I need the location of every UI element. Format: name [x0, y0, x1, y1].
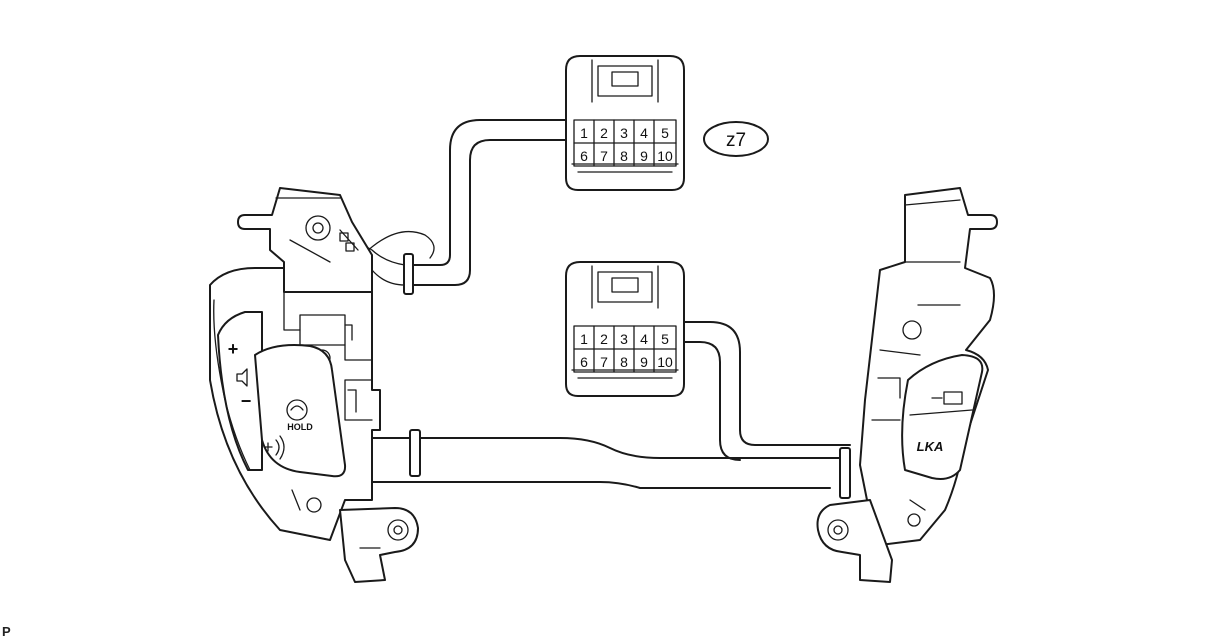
upper-pin-6: 6: [580, 148, 588, 164]
lower-pin-1: 1: [580, 331, 588, 347]
upper-pin-8: 8: [620, 148, 628, 164]
hold-icon: [286, 399, 308, 421]
lower-pin-9: 9: [640, 354, 648, 370]
volume-minus-label: −: [241, 391, 252, 411]
lower-pin-4: 4: [640, 331, 648, 347]
upper-pin-7: 7: [600, 148, 608, 164]
volume-plus-label: +: [228, 339, 239, 359]
left-steering-switch: + − HOLD: [209, 187, 419, 583]
right-steering-switch: LKA: [816, 187, 998, 583]
lka-label: LKA: [917, 439, 944, 454]
upper-pin-2: 2: [600, 125, 608, 141]
lower-pin-7: 7: [600, 354, 608, 370]
lower-pin-10: 10: [657, 354, 673, 370]
upper-connector: 1 2 3 4 5 6 7 8 9 10: [565, 55, 685, 191]
speaker-icon: [236, 368, 248, 387]
upper-harness: [351, 119, 567, 295]
hold-label: HOLD: [287, 422, 313, 432]
lower-pin-2: 2: [600, 331, 608, 347]
upper-pin-10: 10: [657, 148, 673, 164]
lower-connector: 1 2 3 4 5 6 7 8 9 10: [565, 261, 685, 397]
distance-icon: [931, 391, 963, 405]
lower-pin-5: 5: [661, 331, 669, 347]
upper-pin-9: 9: [640, 148, 648, 164]
lower-pin-6: 6: [580, 354, 588, 370]
connector-code-label: z7: [726, 130, 746, 151]
page-code-label: P: [2, 624, 11, 639]
lower-pin-3: 3: [620, 331, 628, 347]
upper-pin-3: 3: [620, 125, 628, 141]
connector-code-callout: z7: [703, 121, 769, 157]
voice-icon: [263, 435, 285, 460]
upper-pin-1: 1: [580, 125, 588, 141]
lower-pin-8: 8: [620, 354, 628, 370]
upper-pin-4: 4: [640, 125, 648, 141]
upper-pin-5: 5: [661, 125, 669, 141]
lower-harness: [371, 321, 851, 499]
